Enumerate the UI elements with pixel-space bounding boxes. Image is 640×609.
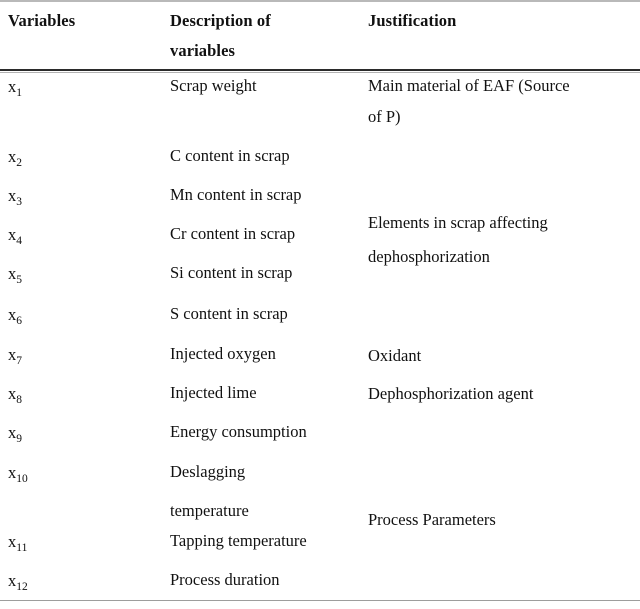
table-row-variable-x8: x8: [8, 384, 163, 406]
column-header-description-line1: Description of: [170, 11, 271, 30]
variable-subscript: 8: [16, 394, 22, 406]
description-x2: C content in scrap: [170, 146, 290, 165]
justification-scrap-weight-line1: Main material of EAF (Source: [368, 76, 570, 95]
table-row-variable-x3: x3: [8, 186, 163, 208]
table-top-rule: [0, 0, 640, 2]
table-row-variable-x2: x2: [8, 147, 163, 169]
variable-symbol: x: [8, 77, 17, 96]
variable-symbol: x: [8, 264, 17, 283]
variable-subscript: 4: [16, 235, 22, 247]
variable-symbol: x: [8, 225, 17, 244]
variable-subscript: 2: [16, 157, 22, 169]
justification-oxidant: Oxidant: [368, 346, 422, 365]
variable-symbol: x: [8, 384, 17, 403]
description-x1: Scrap weight: [170, 76, 257, 95]
variable-symbol: x: [8, 345, 17, 364]
variable-subscript: 10: [16, 473, 28, 485]
variable-subscript: 11: [16, 542, 28, 554]
justification-dephosphorization-agent: Dephosphorization agent: [368, 384, 534, 403]
table-row-variable-x7: x7: [8, 345, 163, 367]
header-separator-rule-secondary: [0, 72, 640, 73]
variable-symbol: x: [8, 463, 17, 482]
variable-symbol: x: [8, 423, 17, 442]
variable-subscript: 5: [16, 274, 22, 286]
justification-scrap-weight-line2: of P): [368, 107, 401, 126]
variable-subscript: 3: [16, 196, 22, 208]
variable-symbol: x: [8, 186, 17, 205]
description-x9: Energy consumption: [170, 422, 307, 441]
description-x3: Mn content in scrap: [170, 185, 302, 204]
column-header-variables: Variables: [8, 11, 76, 30]
table-row-variable-x9: x9: [8, 423, 163, 445]
justification-elements-line1: Elements in scrap affecting: [368, 213, 548, 232]
variable-subscript: 9: [16, 433, 22, 445]
description-x11: Tapping temperature: [170, 531, 307, 550]
variable-subscript: 12: [16, 581, 28, 593]
description-x10-line2: temperature: [170, 501, 249, 520]
justification-elements-line2: dephosphorization: [368, 247, 490, 266]
header-separator-rule: [0, 69, 640, 71]
variable-symbol: x: [8, 147, 17, 166]
variable-symbol: x: [8, 532, 17, 551]
table-row-variable-x6: x6: [8, 305, 163, 327]
description-x4: Cr content in scrap: [170, 224, 296, 243]
description-x7: Injected oxygen: [170, 344, 276, 363]
justification-process-parameters: Process Parameters: [368, 510, 496, 529]
table-bottom-rule: [0, 600, 640, 601]
description-x12: Process duration: [170, 570, 280, 589]
description-x5: Si content in scrap: [170, 263, 293, 282]
table-row-variable-x4: x4: [8, 225, 163, 247]
table-row-variable-x5: x5: [8, 264, 163, 286]
table-row-variable-x12: x12: [8, 571, 163, 593]
table-row-variable-x11: x11: [8, 532, 163, 554]
column-header-description-line2: variables: [170, 41, 236, 60]
table-row-variable-x1: x1: [8, 77, 163, 99]
variable-symbol: x: [8, 305, 17, 324]
variable-subscript: 1: [16, 87, 22, 99]
description-x10-line1: Deslagging: [170, 462, 246, 481]
description-x6: S content in scrap: [170, 304, 288, 323]
column-header-justification: Justification: [368, 11, 457, 30]
description-x8: Injected lime: [170, 383, 257, 402]
variable-subscript: 7: [16, 355, 22, 367]
variable-subscript: 6: [16, 315, 22, 327]
table-row-variable-x10: x10: [8, 463, 163, 485]
variable-symbol: x: [8, 571, 17, 590]
